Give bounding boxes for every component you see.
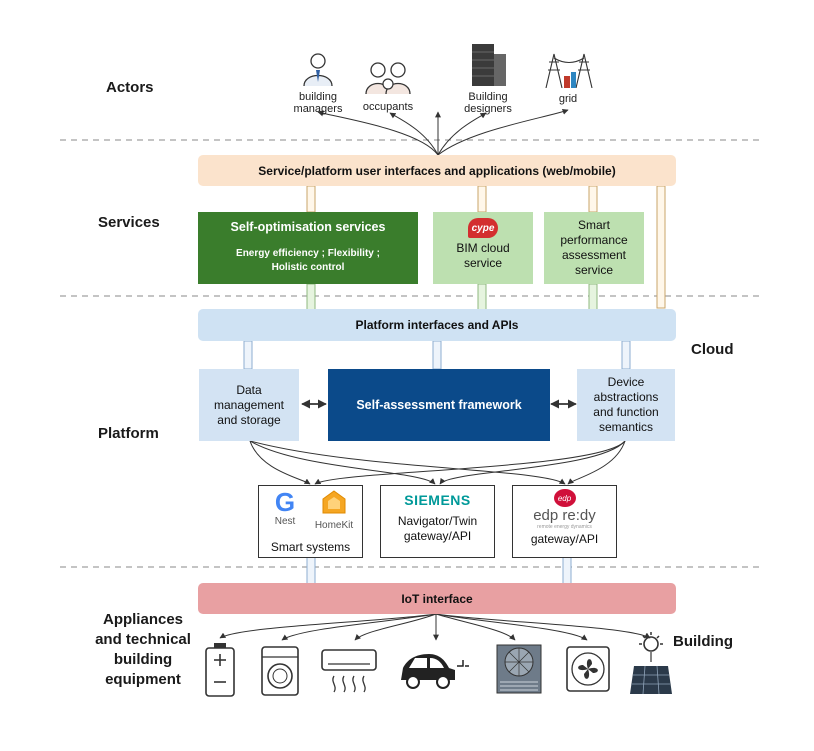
self-optimisation-line1: Energy efficiency ; Flexibility ; (236, 248, 380, 259)
data-mgmt-line1: Data (236, 382, 262, 397)
layer-label-actors: Actors (106, 79, 154, 96)
edp-logo: edp re:dy (533, 507, 596, 524)
cype-logo-icon: cype (468, 218, 498, 238)
self-assessment-framework: Self-assessment framework (328, 369, 550, 441)
self-optimisation-title: Self-optimisation services (230, 220, 386, 234)
device-abs-line3: and function (593, 405, 659, 419)
gateway-edp: edp edp re:dy remote energy dynamics gat… (512, 485, 617, 558)
layer-label-appliances: Appliances and technical building equipm… (95, 611, 191, 688)
nest-caption: Nest (274, 516, 296, 527)
actor-occupants: occupants (356, 60, 420, 113)
layer-label-cloud: Cloud (691, 341, 734, 358)
layer-separators (60, 139, 760, 568)
washing-machine-icon (261, 646, 299, 696)
smart-systems-label: Smart systems (270, 540, 351, 554)
smart-perf-line4: service (574, 263, 613, 277)
ventilation-fan-icon (566, 646, 610, 692)
smart-perf-line2: performance (560, 233, 628, 247)
bim-label-line1: BIM cloud (456, 241, 510, 255)
siemens-logo: SIEMENS (404, 492, 471, 508)
edp-gateway-label: gateway/API (530, 532, 599, 546)
siemens-line2: gateway/API (403, 529, 472, 543)
layer-label-platform: Platform (98, 425, 159, 442)
bim-label-line2: service (463, 256, 502, 270)
device-abs-line2: abstractions (593, 390, 659, 404)
gateway-smart-systems: G Nest HomeKit Smart systems (258, 485, 363, 558)
bim-cloud-service: cype BIM cloud service (433, 212, 533, 284)
solar-panel-icon (630, 632, 672, 695)
actor-arrows (317, 108, 569, 156)
smart-perf-line3: assessment (561, 248, 627, 262)
skyscraper-icon (472, 44, 506, 86)
actor-grid: grid (536, 50, 600, 105)
battery-icon (205, 643, 235, 697)
homekit-logo-icon (322, 490, 346, 514)
edp-badge-icon: edp (553, 489, 576, 507)
siemens-line1: Navigator/Twin (397, 514, 478, 528)
gateway-lines (249, 440, 626, 485)
google-logo-icon: G (274, 487, 296, 517)
device-abs-line1: Device (607, 375, 645, 389)
hvac-unit-icon (496, 644, 542, 694)
data-mgmt-line2: management (213, 397, 285, 412)
iot-interface-bar: IoT interface (198, 583, 676, 614)
device-lines (219, 613, 651, 641)
layer-label-services: Services (98, 214, 160, 231)
device-abstractions-box: Device abstractions and function semanti… (577, 369, 675, 441)
platform-service-connectors (306, 283, 598, 311)
gateway-siemens: SIEMENS Navigator/Twin gateway/API (380, 485, 495, 558)
platform-interfaces-bar: Platform interfaces and APIs (198, 309, 676, 341)
homekit-caption: HomeKit (314, 520, 354, 531)
smart-perf-line1: Smart (577, 218, 610, 232)
device-abs-line4: semantics (598, 420, 654, 434)
self-optimisation-services: Self-optimisation services Energy effici… (198, 212, 418, 284)
platform-internal-connectors (243, 340, 631, 587)
layer-label-building: Building (673, 633, 733, 650)
self-optimisation-line2: Holistic control (271, 262, 345, 273)
service-ui-bar: Service/platform user interfaces and app… (198, 155, 676, 186)
data-management-box: Data management and storage (199, 369, 299, 441)
smart-performance-service: Smart performance assessment service (544, 212, 644, 284)
power-grid-icon (545, 53, 593, 89)
edp-tagline: remote energy dynamics (537, 524, 592, 530)
service-connectors (306, 185, 666, 309)
building-manager-icon (303, 53, 333, 87)
data-mgmt-line3: and storage (217, 412, 281, 427)
occupants-icon (365, 62, 411, 95)
electric-car-icon (401, 654, 469, 689)
air-conditioner-icon (321, 649, 377, 693)
